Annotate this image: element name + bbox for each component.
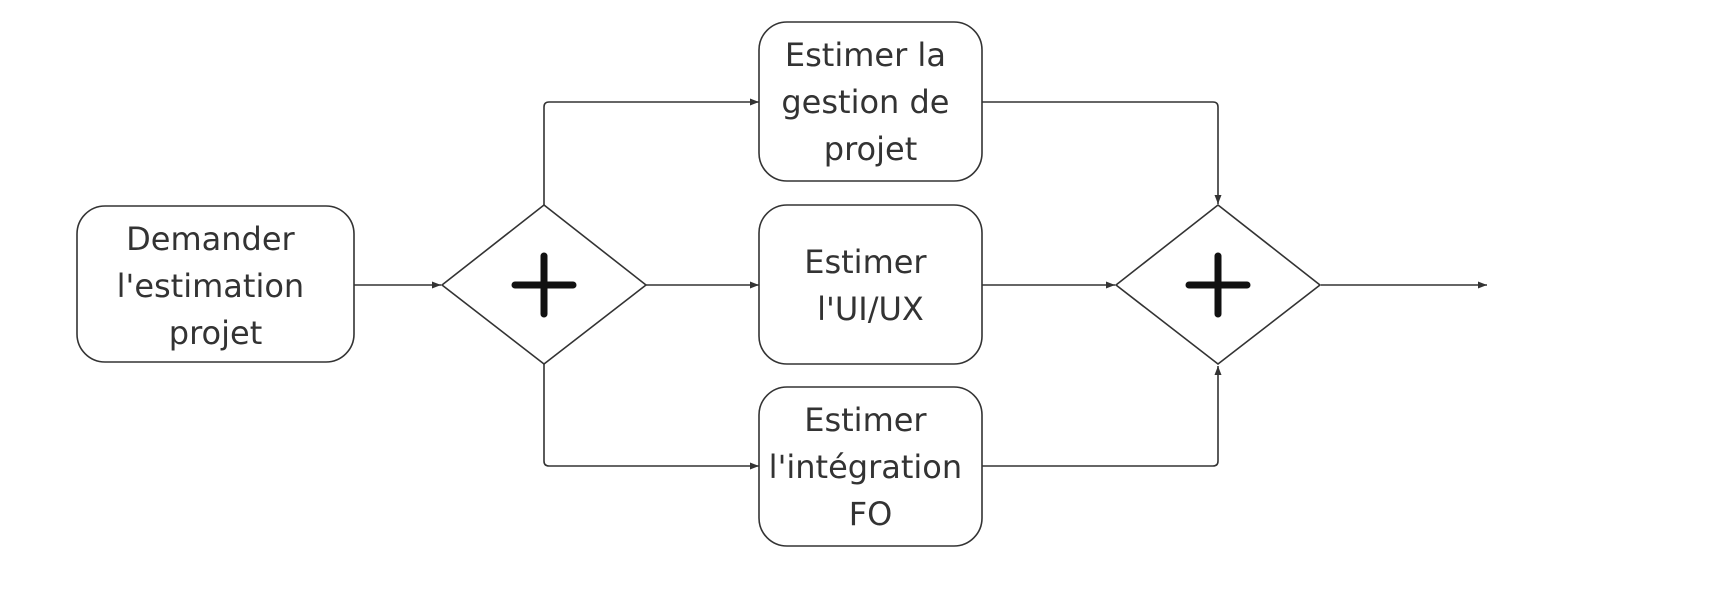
task-label-line: l'estimation	[117, 267, 305, 305]
task-label-line: Estimer	[804, 401, 927, 439]
svg-text:Estimer la gestion de: Estimer la gestion de projet	[781, 36, 959, 168]
plus-icon	[1185, 252, 1251, 318]
task-label-line: l'UI/UX	[817, 290, 924, 328]
svg-text:Estimer l'UI/UX: Estimer l'UI/UX	[804, 243, 937, 328]
flow-integration-to-join	[982, 366, 1222, 467]
task-label-line: gestion de	[781, 83, 949, 121]
task-request-estimation[interactable]: Demander l'estimation projet	[76, 205, 355, 363]
task-label-line: Estimer la	[785, 36, 946, 74]
task-label-line: projet	[169, 314, 262, 352]
task-estimate-integration[interactable]: Estimer l'intégration FO	[758, 386, 983, 547]
task-label-line: l'intégration	[769, 448, 962, 486]
parallel-split-gateway[interactable]	[440, 203, 648, 366]
svg-text:Estimer l'intégration: Estimer l'intégration FO	[769, 401, 973, 533]
flow-project-management-to-join	[982, 101, 1222, 204]
task-label-line: Demander	[126, 220, 295, 258]
plus-icon	[511, 252, 577, 318]
task-estimate-project-management[interactable]: Estimer la gestion de projet	[758, 21, 983, 182]
svg-text:Demander l'estimation: Demander l'estimation projet	[117, 220, 315, 352]
task-label-line: projet	[824, 130, 917, 168]
task-estimate-ui-ux[interactable]: Estimer l'UI/UX	[758, 204, 983, 365]
task-label-line: Estimer	[804, 243, 927, 281]
flow-split-to-integration	[543, 364, 759, 470]
flow-split-to-project-management	[543, 98, 759, 205]
parallel-join-gateway[interactable]	[1114, 203, 1322, 366]
task-label-line: FO	[849, 495, 893, 533]
